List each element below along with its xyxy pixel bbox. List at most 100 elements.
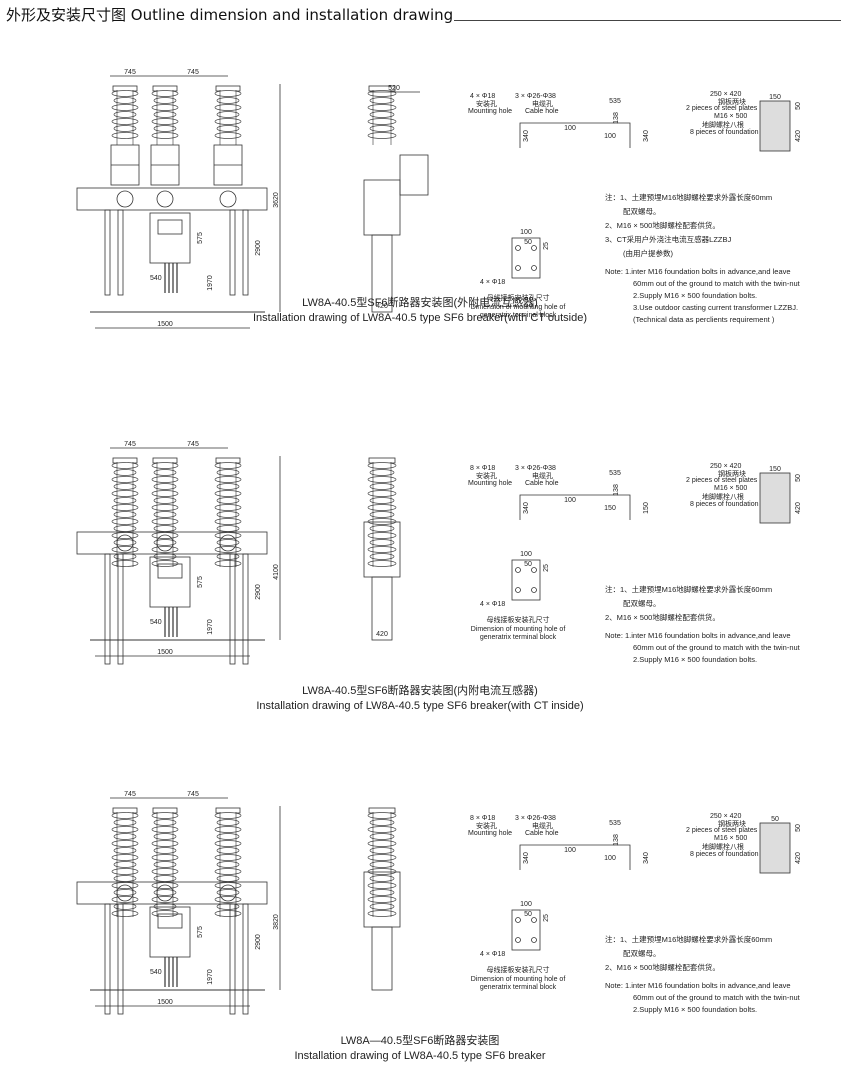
note-en-4: (Technical data as perclients requiremen… (633, 315, 775, 324)
insulator-shed (369, 833, 395, 840)
insulator-shed (113, 483, 137, 490)
cable-holes-cn: 电缆孔 (532, 471, 553, 480)
insulator-shed (369, 525, 395, 532)
support-leg (242, 209, 249, 296)
note-cn-0: 注：1、土建预埋M16地脚螺栓要求外露长度60mm (605, 934, 772, 944)
mount-outline (519, 844, 631, 870)
dim-2900: 2900 (255, 584, 262, 600)
plates-en: 2 pieces of steel plates (686, 827, 758, 834)
insulator-shed (111, 490, 139, 497)
insulator-shed (214, 104, 242, 111)
operating-box (149, 906, 191, 958)
dim-535: 535 (609, 98, 621, 105)
mechanism-beam (76, 531, 268, 555)
insulator-shed (369, 819, 395, 826)
beam-porthole (156, 190, 174, 208)
bolts-cn: 地脚螺栓八根 (702, 120, 744, 129)
dim-term-25: 25 (543, 914, 550, 922)
insulator-shed (214, 518, 242, 525)
insulator-shed (214, 504, 242, 511)
dim-540: 540 (150, 619, 162, 626)
dim-width: 1500 (157, 321, 173, 328)
dim-pitch-2: 745 (187, 441, 199, 448)
insulator-shed (151, 90, 179, 97)
dim-575: 575 (197, 576, 204, 588)
insulator-shed (113, 875, 137, 882)
plates-size: 250 × 420 (710, 463, 741, 470)
insulator-shed (111, 476, 139, 483)
bolts-cn: 地脚螺栓八根 (702, 842, 744, 851)
insulator-shed (113, 819, 137, 826)
insulator-shed (153, 97, 177, 104)
mount-holes-en: Mounting hole (468, 480, 512, 487)
insulator-shed (151, 532, 179, 539)
note-cn-1: 配双螺母。 (623, 206, 661, 216)
insulator-shed (153, 483, 177, 490)
insulator-shed (214, 132, 242, 139)
insulator-shed (367, 560, 397, 567)
insulator-shed (113, 525, 137, 532)
insulator-shed (214, 490, 242, 497)
dim-535: 535 (609, 470, 621, 477)
insulator-shed (214, 546, 242, 553)
dim-total-height: 4100 (273, 564, 280, 580)
insulator-shed (369, 847, 395, 854)
terminal-hole (515, 265, 521, 271)
insulator-shed (367, 896, 397, 903)
note-en-0: Note: 1.inter M16 foundation bolts in ad… (605, 267, 791, 276)
dim-1970: 1970 (207, 275, 214, 291)
operating-box (149, 556, 191, 608)
foundation-block (759, 472, 791, 524)
beam-porthole (219, 534, 237, 552)
terminal-hole (531, 245, 537, 251)
insulator-shed (111, 812, 139, 819)
terminal-en1: Dimension of mounting hole of (471, 304, 566, 311)
support-leg (117, 209, 124, 296)
note-en-2: 2.Supply M16 × 500 foundation bolts. (633, 291, 757, 300)
note-cn-2: 2、M16 × 500地脚螺栓配套供货。 (605, 962, 720, 972)
caption-cn: LW8A—40.5型SF6断路器安装图 (341, 1033, 500, 1047)
insulator-shed (113, 861, 137, 868)
dim-2900: 2900 (255, 934, 262, 950)
mount-holes-en: Mounting hole (468, 830, 512, 837)
insulator-shed (151, 812, 179, 819)
dim-term-50: 50 (524, 561, 532, 568)
cable-holes-count: 3 × Φ26-Φ38 (515, 465, 556, 472)
insulator-shed (367, 868, 397, 875)
mount-holes-cn: 安装孔 (476, 821, 497, 830)
insulator-shed (111, 462, 139, 469)
dim-side-base: 420 (376, 631, 388, 638)
note-cn-1: 配双螺母。 (623, 598, 661, 608)
insulator-shed (153, 553, 177, 560)
cable-holes-count: 3 × Φ26-Φ38 (515, 815, 556, 822)
dim-420: 420 (795, 130, 802, 142)
terminal-hole (531, 587, 537, 593)
insulator-shed (113, 833, 137, 840)
side-column (371, 234, 393, 313)
note-en-1: 60mm out of the ground to match with the… (633, 993, 801, 1002)
dim-width: 1500 (157, 649, 173, 656)
support-leg (229, 209, 236, 296)
insulator-shed (113, 511, 137, 518)
insulator-shed (151, 118, 179, 125)
side-column (371, 926, 393, 991)
foundation-block (759, 100, 791, 152)
caption-en: Installation drawing of LW8A-40.5 type S… (294, 1050, 545, 1062)
insulator-shed (214, 910, 242, 917)
insulator-shed (214, 532, 242, 539)
note-en-3: 3.Use outdoor casting current transforme… (633, 303, 798, 312)
insulator-shed (151, 854, 179, 861)
dim-535: 535 (609, 820, 621, 827)
insulator-shed (367, 910, 397, 917)
dim-138: 138 (613, 112, 620, 124)
insulator-shed (153, 861, 177, 868)
insulator-shed (113, 903, 137, 910)
insulator-shed (367, 532, 397, 539)
side-ct (399, 154, 429, 196)
dim-width: 1500 (157, 999, 173, 1006)
insulator-shed (113, 553, 137, 560)
insulator-shed (216, 903, 240, 910)
dim-1970: 1970 (207, 969, 214, 985)
terminal-holes: 4 × Φ18 (480, 279, 505, 286)
